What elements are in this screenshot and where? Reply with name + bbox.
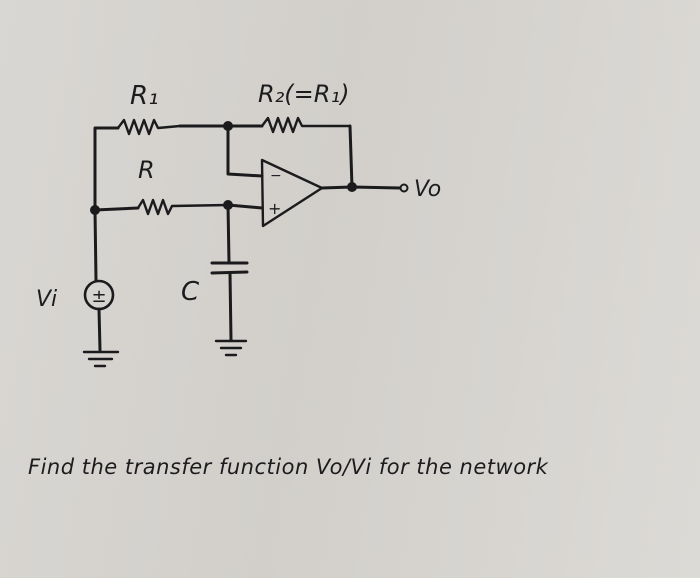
wire-left-top — [93, 126, 120, 212]
ground-symbol-source — [82, 350, 120, 368]
resistor-r — [136, 198, 230, 216]
resistor-r2 — [260, 116, 352, 134]
label-c: C — [181, 277, 200, 307]
label-r1: R₁ — [130, 81, 159, 111]
output-terminal — [399, 183, 409, 193]
label-r2: R₂(=R₁) — [258, 80, 349, 108]
wire-to-inverting-input — [226, 124, 264, 178]
wire-node-b-to-capacitor — [226, 203, 231, 264]
wire-to-noninverting-input — [226, 203, 264, 210]
node-output — [347, 182, 357, 192]
label-r: R — [138, 156, 155, 184]
question-text: Find the transfer function Vo/Vi for the… — [28, 455, 549, 479]
wire-capacitor-to-ground — [228, 271, 233, 342]
label-vo: Vo — [414, 177, 441, 202]
opamp-plus-sign: + — [268, 199, 281, 218]
ground-symbol-capacitor — [214, 339, 248, 357]
opamp-minus-sign: − — [270, 168, 282, 184]
source-polarity: ± — [91, 286, 106, 307]
wire-r2-to-output — [348, 124, 354, 189]
wire-input-to-r — [93, 206, 140, 212]
wire-input-to-source — [93, 208, 98, 282]
wire-source-to-ground — [97, 307, 102, 352]
opamp-triangle — [260, 158, 324, 228]
resistor-r1 — [116, 118, 182, 136]
wire-output — [320, 185, 402, 190]
label-vi: Vi — [36, 287, 57, 312]
